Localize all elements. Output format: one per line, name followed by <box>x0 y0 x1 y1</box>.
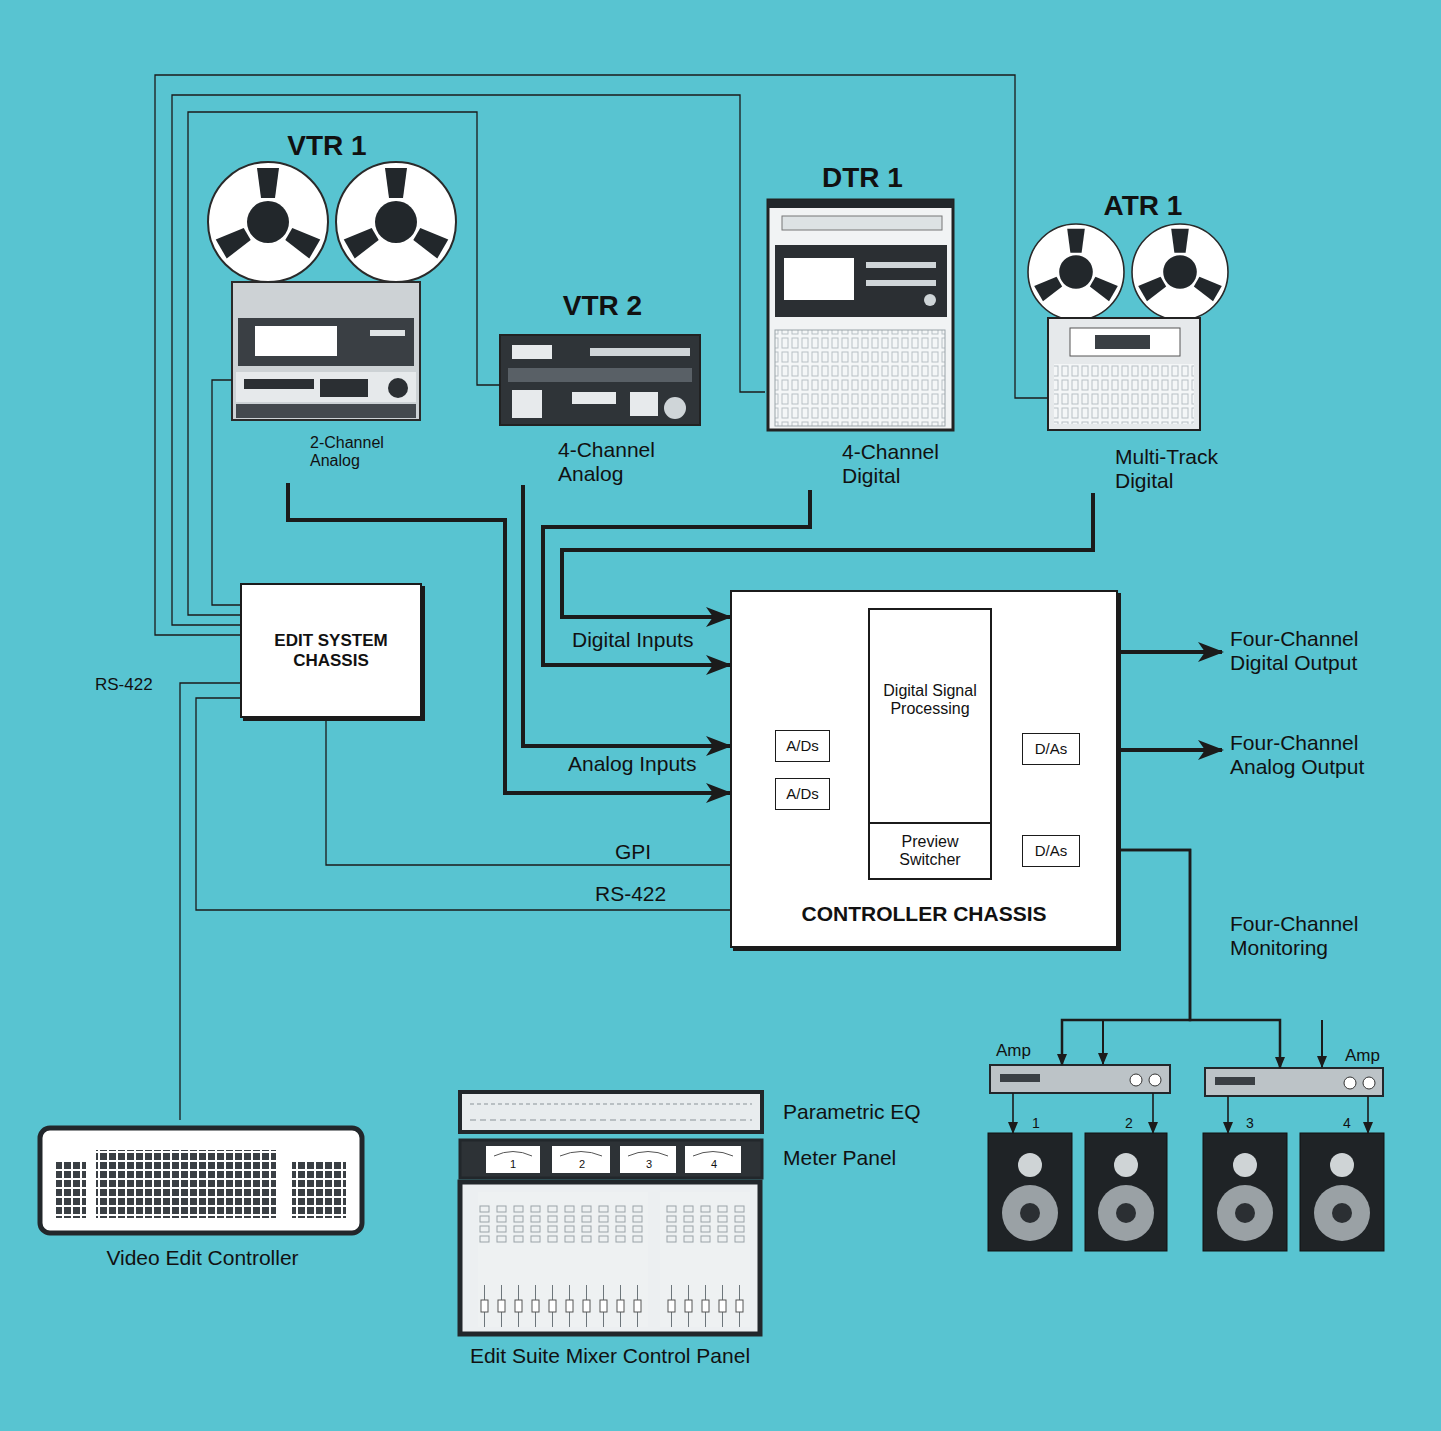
processor-box: Digital Signal ProcessingPreview Switche… <box>868 608 992 880</box>
signal-connector <box>172 95 765 625</box>
converter-box: D/As <box>1022 733 1080 765</box>
device-vtr: VTR 2 4-Channel Analog <box>500 290 705 485</box>
node-label: D/As <box>1035 842 1068 859</box>
speaker: 3 <box>1203 1133 1287 1251</box>
converter-box: D/As <box>1022 835 1080 867</box>
keyboard-controller: Video Edit Controller <box>30 1120 375 1282</box>
node-label: A/Ds <box>786 785 819 802</box>
meter-number: 1 <box>506 1158 520 1171</box>
node-label: EDIT SYSTEM CHASSIS <box>242 631 420 670</box>
mixer-console <box>460 1092 762 1334</box>
amplifier: Amp <box>990 1065 1170 1093</box>
signal-name: RS-422 <box>592 882 669 906</box>
signal-connector <box>155 75 1048 635</box>
signal-connector <box>180 683 240 1120</box>
node-label: 4 <box>1343 1115 1363 1131</box>
meter-number: 4 <box>707 1158 721 1171</box>
node-label: A/Ds <box>786 737 819 754</box>
output-label: Four-Channel Digital Output <box>1230 627 1408 675</box>
meter-number: 3 <box>642 1158 656 1171</box>
signal-connector <box>326 718 730 865</box>
chassis-box: EDIT SYSTEM CHASSIS <box>240 583 422 718</box>
meter-panel: Meter Panel <box>460 1140 940 1180</box>
dtr1-machine <box>768 200 953 430</box>
node-label: 3 <box>1246 1115 1266 1131</box>
speakers <box>988 1133 1384 1251</box>
signal-connector <box>1367 1096 1369 1133</box>
meter-number: 2 <box>575 1158 589 1171</box>
node-label: Parametric EQ <box>783 1100 943 1124</box>
output-label: Four-Channel Analog Output <box>1230 731 1408 779</box>
node-label: Amp <box>1345 1046 1395 1066</box>
node-label: VTR 1 <box>212 130 442 162</box>
vtr1-machine <box>208 162 456 420</box>
node-label: VTR 2 <box>500 290 705 322</box>
vtr2-machine <box>500 335 700 425</box>
switcher-section: Preview Switcher <box>870 822 990 878</box>
speaker: 4 <box>1300 1133 1384 1251</box>
node-caption: 4-Channel Digital <box>842 440 972 488</box>
node-label: Meter Panel <box>783 1146 943 1170</box>
output-label: Four-Channel Monitoring <box>1230 912 1408 960</box>
keyboard <box>40 1128 362 1233</box>
signal-name: GPI <box>612 840 654 864</box>
converter-box: A/Ds <box>775 730 830 762</box>
speaker: 2 <box>1085 1133 1167 1251</box>
signal-connector <box>1012 1093 1014 1133</box>
node-label: D/As <box>1035 740 1068 757</box>
eq-panel: Parametric EQ <box>460 1092 940 1134</box>
signal-connector <box>188 112 500 615</box>
node-label: CONTROLLER CHASSIS <box>732 902 1116 926</box>
input-group-label: Analog Inputs <box>568 752 718 776</box>
node-label: 2 <box>1125 1115 1145 1131</box>
atr1-machine <box>1028 224 1228 430</box>
signal-connector <box>1152 1093 1154 1133</box>
node-label: Amp <box>996 1041 1046 1061</box>
node-caption: 2-Channel Analog <box>310 434 410 471</box>
node-label: Preview Switcher <box>870 833 990 870</box>
signal-name: RS-422 <box>95 675 165 695</box>
mixer-panel: Edit Suite Mixer Control Panel <box>460 1182 760 1397</box>
signal-connector <box>196 698 730 910</box>
node-label: Edit Suite Mixer Control Panel <box>460 1344 760 1368</box>
signal-connector <box>1227 1096 1229 1133</box>
device-atr: ATR 1Multi-Track Digital <box>1048 188 1238 493</box>
device-dtr: DTR 14-Channel Digital <box>765 160 960 490</box>
node-label: ATR 1 <box>1028 190 1258 222</box>
speaker: 1 <box>988 1133 1072 1251</box>
node-caption: 4-Channel Analog <box>558 438 693 486</box>
node-label: Video Edit Controller <box>30 1246 375 1270</box>
chassis-box: CONTROLLER CHASSISA/DsA/DsDigital Signal… <box>730 590 1118 948</box>
node-label: DTR 1 <box>765 162 960 194</box>
amplifiers <box>990 1065 1383 1096</box>
device-vtr: VTR 12-Channel Analog <box>232 128 422 483</box>
signal-connector <box>212 380 240 605</box>
converter-box: A/Ds <box>775 778 830 810</box>
output-arrows <box>1118 652 1222 750</box>
node-caption: Multi-Track Digital <box>1115 445 1265 493</box>
amplifier: Amp <box>1205 1068 1383 1096</box>
node-label: 1 <box>1032 1115 1052 1131</box>
node-label: Digital Signal Processing <box>870 682 990 719</box>
input-group-label: Digital Inputs <box>572 628 722 652</box>
